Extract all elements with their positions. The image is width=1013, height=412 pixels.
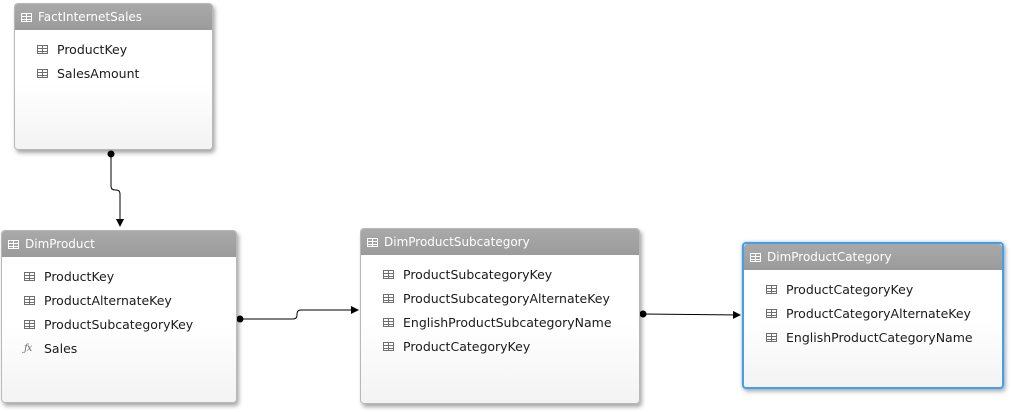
column-item[interactable]: ProductSubcategoryAlternateKey [361,286,639,310]
table-icon [750,252,761,262]
column-item[interactable]: ProductCategoryAlternateKey [744,301,1002,325]
function-icon: ƒx [24,342,32,354]
table-header[interactable]: DimProduct [2,231,236,257]
table-header[interactable]: FactInternetSales [15,4,212,30]
column-item[interactable]: ProductCategoryKey [361,334,639,358]
column-label: ProductSubcategoryKey [403,266,553,282]
column-icon [37,68,48,78]
column-label: EnglishProductCategoryName [786,329,973,345]
column-label: ProductCategoryAlternateKey [786,305,971,321]
column-item[interactable]: SalesAmount [15,61,212,85]
table-title: FactInternetSales [38,10,143,24]
table-header[interactable]: DimProductCategory [744,244,1002,270]
column-label: ProductAlternateKey [44,292,172,308]
relationship-dimproductsubcategory-dimproductcategory[interactable] [639,310,741,319]
column-icon [766,308,777,318]
column-label: ProductSubcategoryKey [44,316,194,332]
table-card-dimproductcategory[interactable]: DimProductCategory ProductCategoryKey Pr… [742,242,1004,389]
column-icon [383,293,394,303]
column-icon [383,269,394,279]
column-item[interactable]: ProductKey [2,264,236,288]
column-item[interactable]: EnglishProductSubcategoryName [361,310,639,334]
table-title: DimProductCategory [767,250,892,264]
table-icon [8,239,19,249]
column-icon [766,284,777,294]
column-label: ProductCategoryKey [403,338,531,354]
table-title: DimProduct [25,237,95,251]
table-card-factinternetsales[interactable]: FactInternetSales ProductKey SalesAmount [14,3,213,150]
column-icon [24,319,35,329]
relationship-dimproduct-dimproductsubcategory[interactable] [236,306,359,323]
table-icon [367,237,378,247]
column-item[interactable]: ProductAlternateKey [2,288,236,312]
column-label: ProductKey [57,41,128,57]
table-card-dimproductsubcategory[interactable]: DimProductSubcategory ProductSubcategory… [360,228,640,404]
column-icon [24,271,35,281]
table-icon [21,12,32,22]
table-card-dimproduct[interactable]: DimProduct ProductKey ProductAlternateKe… [1,230,237,403]
column-label: ProductCategoryKey [786,281,914,297]
column-item[interactable]: EnglishProductCategoryName [744,325,1002,349]
table-title: DimProductSubcategory [384,235,530,249]
column-icon [766,332,777,342]
column-label: EnglishProductSubcategoryName [403,314,612,330]
column-icon [37,44,48,54]
column-label: ProductKey [44,268,115,284]
column-label: SalesAmount [57,65,140,81]
column-item[interactable]: ProductSubcategoryKey [361,262,639,286]
column-icon [383,341,394,351]
relationship-factinternetsales-dimproduct[interactable] [107,150,124,227]
column-icon [24,295,35,305]
column-icon [383,317,394,327]
column-item[interactable]: ProductSubcategoryKey [2,312,236,336]
column-item[interactable]: ProductCategoryKey [744,277,1002,301]
column-label: ProductSubcategoryAlternateKey [403,290,610,306]
measure-label: Sales [44,340,78,356]
column-item[interactable]: ProductKey [15,37,212,61]
table-header[interactable]: DimProductSubcategory [361,229,639,255]
measure-item[interactable]: ƒx Sales [2,336,236,360]
